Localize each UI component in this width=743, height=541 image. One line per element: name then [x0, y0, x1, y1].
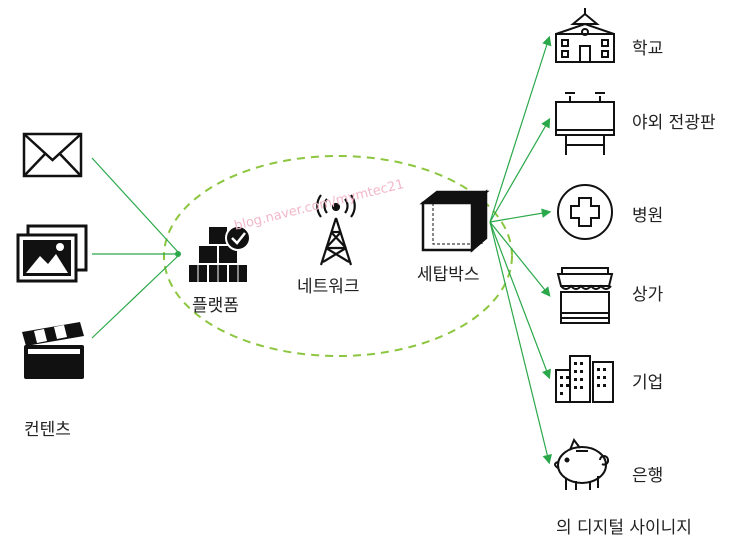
destination-label-bank: 은행	[632, 466, 664, 486]
destination-label-billboard: 야외 전광판	[632, 113, 716, 133]
incoming-arrows	[91, 157, 179, 339]
outgoing-arrows	[489, 35, 552, 465]
settop-label: 세탑박스	[417, 265, 480, 285]
hub-ellipse	[163, 155, 513, 357]
footer-caption: 의 디지털 사이니지	[556, 518, 692, 538]
boxes-check-icon	[189, 225, 251, 282]
shop-icon	[556, 267, 614, 324]
destination-label-hospital: 병원	[632, 206, 664, 226]
platform-label: 플랫폼	[192, 296, 239, 316]
clapperboard-icon	[22, 322, 84, 379]
envelope-icon	[22, 132, 83, 178]
piggy-bank-icon	[554, 437, 610, 490]
school-icon	[555, 8, 615, 63]
network-label: 네트워크	[297, 277, 360, 297]
office-buildings-icon	[555, 355, 614, 403]
hospital-icon	[557, 184, 613, 240]
sources-label: 컨텐츠	[24, 420, 71, 440]
cell-tower-icon	[316, 194, 356, 266]
destination-label-business: 기업	[632, 373, 664, 393]
destination-label-school: 학교	[632, 39, 664, 59]
destination-label-shop: 상가	[632, 285, 664, 305]
billboard-icon	[555, 92, 615, 155]
settop-box-icon	[419, 189, 490, 253]
photos-icon	[16, 224, 88, 283]
